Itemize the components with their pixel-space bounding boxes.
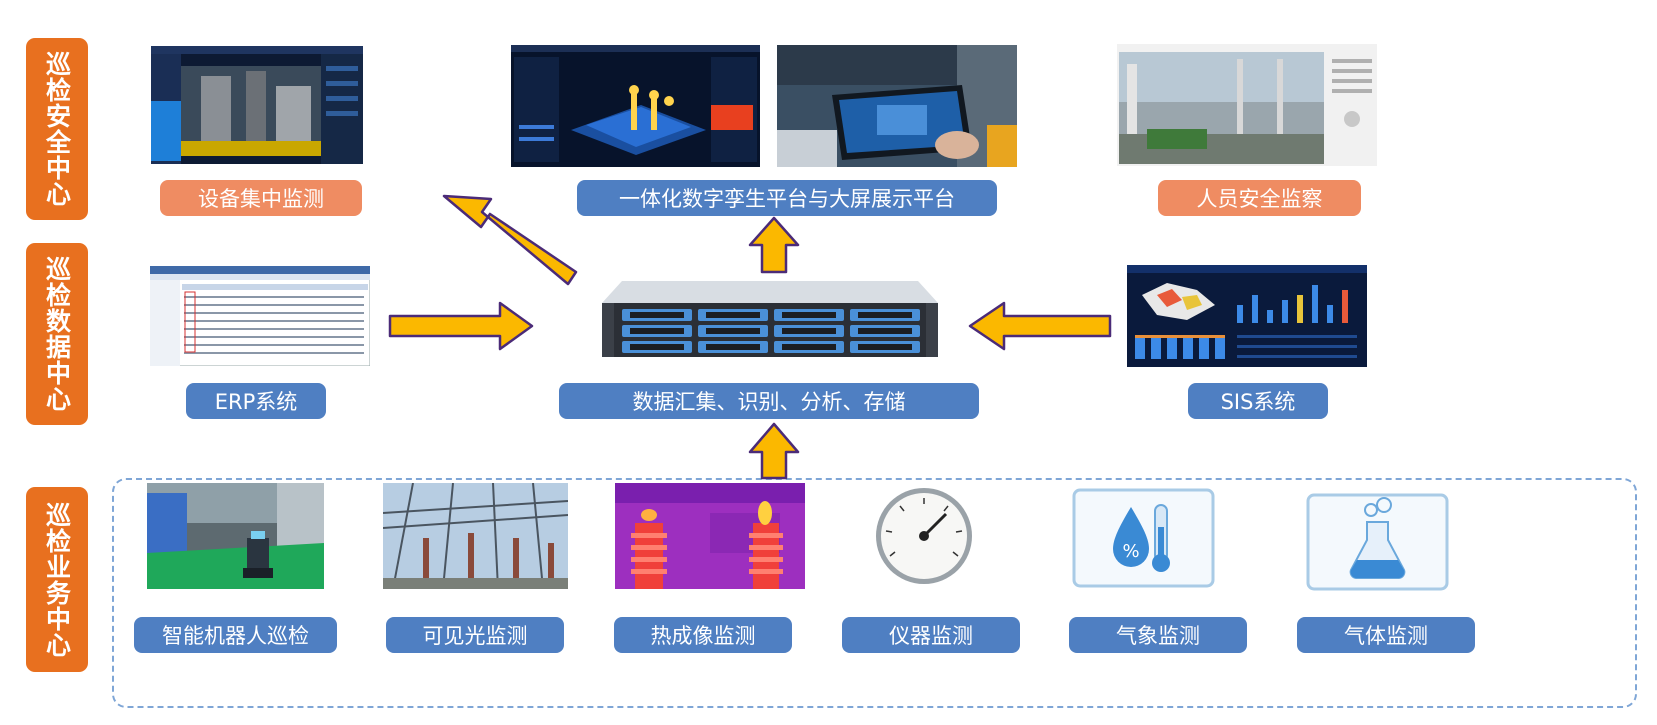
label-instrument: 仪器监测 [842,617,1020,653]
label-equipment-monitoring: 设备集中监测 [160,180,362,216]
equipment-monitoring-screenshot [151,46,363,164]
label-digital-twin-platform: 一体化数字孪生平台与大屏展示平台 [577,180,997,216]
erp-system-screenshot [150,266,370,366]
arrow-sis-to-hub [968,301,1112,351]
thermal-imaging-photo [615,483,805,589]
digital-twin-screenshot [511,45,760,167]
tablet-display-photo [777,45,1017,167]
weather-humidity-icon: % [1071,487,1216,589]
label-thermal-imaging: 热成像监测 [614,617,792,653]
side-label-data-center: 巡检数据中心 [26,243,88,425]
arrow-erp-to-hub [388,301,534,351]
label-gas: 气体监测 [1297,617,1475,653]
gas-flask-icon [1305,492,1450,592]
label-erp-system: ERP系统 [186,383,326,419]
side-label-safety-center: 巡检安全中心 [26,38,88,220]
svg-text:%: % [1122,541,1139,562]
arrow-hub-to-equipment [442,194,578,286]
label-sis-system: SIS系统 [1188,383,1328,419]
label-robot-inspection: 智能机器人巡检 [134,617,337,653]
arrow-business-to-hub [748,422,800,480]
label-weather: 气象监测 [1069,617,1247,653]
robot-inspection-photo [147,483,324,589]
label-visible-light: 可见光监测 [386,617,564,653]
label-data-hub: 数据汇集、识别、分析、存储 [559,383,979,419]
personnel-safety-screenshot [1117,44,1377,166]
side-label-business-center: 巡检业务中心 [26,487,88,672]
pressure-gauge-icon [860,486,988,586]
rack-server-icon [600,279,940,359]
sis-system-screenshot [1127,265,1367,367]
arrow-hub-to-platform [748,216,800,274]
business-layer-frame [112,478,1637,708]
label-personnel-safety: 人员安全监察 [1158,180,1361,216]
visible-light-photo [383,483,568,589]
